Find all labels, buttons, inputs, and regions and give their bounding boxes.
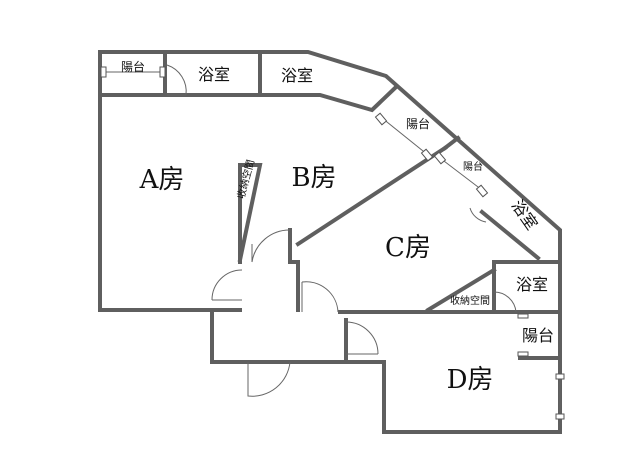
- wall-b-storage: [237, 163, 263, 263]
- door-hall-c: [301, 281, 339, 313]
- wall-c-bath-diag: [479, 209, 541, 261]
- bath-c-label: 浴室: [508, 196, 542, 233]
- balcony-a-label: 陽台: [121, 59, 145, 74]
- door-jamb: [475, 184, 489, 198]
- door-jamb: [555, 413, 565, 420]
- door-jamb: [420, 148, 434, 162]
- walls: [98, 50, 562, 434]
- door-jamb: [517, 351, 529, 357]
- room-a-label: A房: [139, 165, 185, 195]
- door-c-balcony: [439, 157, 483, 191]
- wall-c-storage: [425, 267, 497, 313]
- wall-b-bath-bottom: [258, 85, 398, 113]
- balcony-b-label: 陽台: [406, 116, 430, 131]
- door-jamb: [555, 373, 565, 380]
- bath-b-label: 浴室: [281, 66, 313, 85]
- room-d-label: D房: [447, 365, 494, 395]
- wall-hall-b: [288, 228, 300, 312]
- door-hall-a: [211, 269, 243, 301]
- door-hall-b: [251, 229, 291, 263]
- balcony-c-label: 陽台: [463, 160, 483, 173]
- bath-d-label: 浴室: [516, 275, 548, 294]
- door-jamb: [100, 66, 107, 78]
- door-a-bath: [166, 64, 187, 96]
- door-c-bath: [469, 207, 487, 223]
- bath-a-label: 浴室: [198, 65, 230, 84]
- wall-b-c-diagonal-2: [442, 135, 461, 151]
- balcony-d-label: 陽台: [522, 326, 554, 345]
- door-c-bath2: [493, 291, 517, 313]
- door-jamb: [159, 66, 166, 78]
- door-jamb: [433, 151, 447, 165]
- door-jamb: [517, 313, 529, 319]
- room-b-label: B房: [291, 163, 336, 193]
- labels: A房 B房 C房 D房 陽台 浴室 浴室 陽台 陽台 浴室 浴室 收納空間 收納…: [121, 59, 554, 395]
- room-c-label: C房: [385, 233, 431, 263]
- storage-d-label: 收納空間: [450, 294, 490, 307]
- door-b-balcony: [381, 117, 429, 156]
- wall-b-c-diagonal: [295, 145, 448, 247]
- door-jamb: [374, 112, 388, 126]
- outer-wall: [98, 50, 562, 434]
- door-front: [247, 361, 291, 397]
- door-hall-d: [345, 321, 379, 355]
- doors: [100, 64, 565, 420]
